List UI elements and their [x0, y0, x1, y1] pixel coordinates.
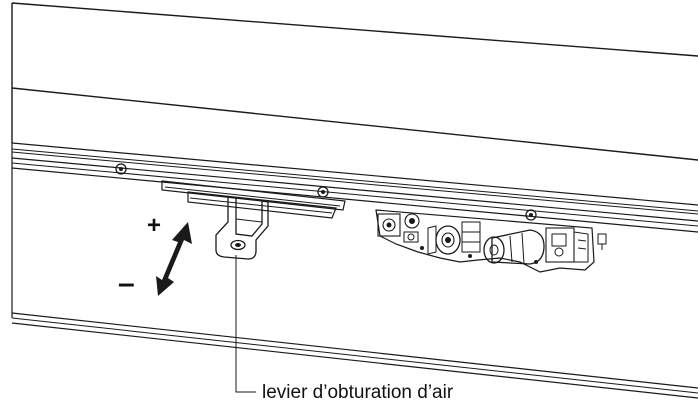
air-shutter-lever [215, 196, 269, 260]
adjustment-arrow: + – [118, 212, 192, 300]
screw [115, 163, 127, 175]
screw [525, 209, 537, 221]
minus-symbol: – [118, 267, 135, 300]
lower-panel [11, 168, 698, 399]
rail [11, 142, 698, 233]
bracket-plate [161, 180, 346, 219]
plus-symbol: + [147, 212, 161, 239]
gas-valve-assembly [375, 209, 607, 273]
callout-label: levier d’obturation d’air [262, 382, 454, 403]
upper-panel [11, 2, 698, 161]
callout-leader [235, 255, 256, 393]
rail-screws [115, 163, 537, 221]
screw [317, 186, 329, 198]
